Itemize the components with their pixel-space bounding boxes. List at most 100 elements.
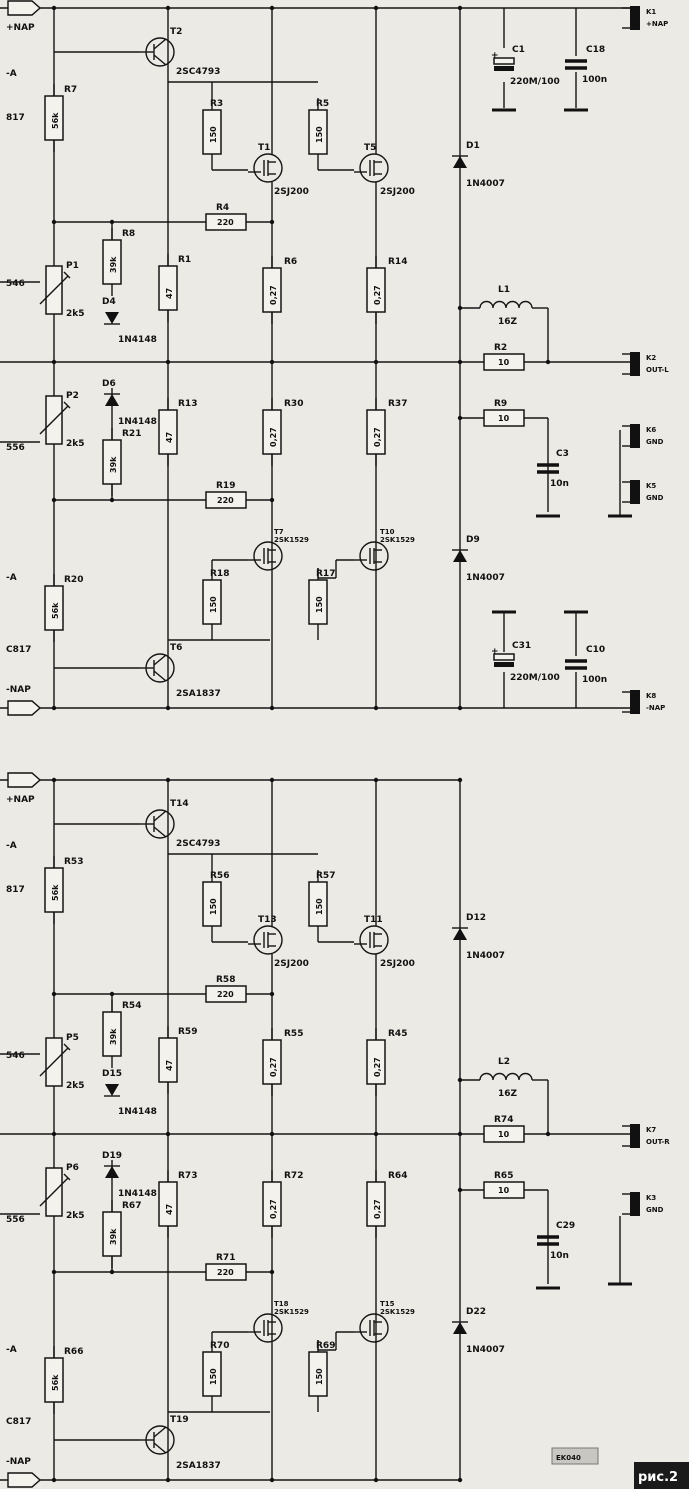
junction-dot — [51, 1131, 57, 1137]
connector-k3 — [630, 1192, 640, 1216]
net-label: C817 — [6, 645, 31, 655]
resistor-value: 220 — [217, 1268, 234, 1277]
transistor-type: 2SK1529 — [274, 536, 309, 544]
diode-type: 1N4148 — [118, 417, 157, 427]
resistor-gate-t1 — [202, 881, 222, 927]
resistor-ref: R72 — [284, 1171, 303, 1181]
junction-dot — [109, 497, 115, 503]
junction-dot — [457, 777, 463, 783]
resistor-bias-bridge-upper — [205, 213, 247, 231]
resistor-driver-lower — [158, 409, 178, 455]
capacitor-ref: C10 — [586, 645, 605, 655]
transistor-ref: T2 — [170, 27, 182, 37]
resistor-value: 10 — [498, 1186, 510, 1195]
mosfet-output-n1 — [253, 1313, 283, 1343]
capacitor-ref: C29 — [556, 1221, 575, 1231]
diode-body — [105, 1166, 119, 1178]
resistor-ref: R21 — [122, 429, 141, 439]
connector-ref: K5 — [646, 482, 656, 490]
pot-ref: P5 — [66, 1033, 79, 1043]
net-label-pos: +NAP — [6, 795, 35, 805]
junction-dot — [165, 1131, 171, 1137]
resistor-ref: R14 — [388, 257, 407, 267]
junction-dot — [457, 305, 463, 311]
resistor-ref: R65 — [494, 1171, 513, 1181]
resistor-value: 220 — [217, 218, 234, 227]
connector-ref: K2 — [646, 354, 656, 362]
resistor-value: 56k — [51, 602, 60, 619]
transistor-type: 2SJ200 — [380, 959, 415, 969]
resistor-ref: R45 — [388, 1029, 407, 1039]
transistor-ref: T7 — [274, 528, 284, 536]
resistor-value: 47 — [165, 1204, 174, 1215]
diode-flyback-lower — [452, 549, 468, 562]
resistor-value: 39k — [109, 1228, 118, 1245]
resistor-value: 150 — [315, 126, 324, 143]
resistor-driver-upper — [158, 1037, 178, 1083]
inductor-value: 16Z — [498, 1089, 518, 1099]
bjt-emitter — [153, 670, 167, 682]
net-label: -A — [6, 69, 17, 79]
resistor-ref: R37 — [388, 399, 407, 409]
resistor-value: 56k — [51, 1374, 60, 1391]
diode-type: 1N4148 — [118, 1107, 157, 1117]
connector-k7 — [630, 1124, 640, 1148]
resistor-r-bias-bottom — [44, 1357, 64, 1403]
pot-value: 2k5 — [66, 1081, 85, 1091]
junction-dot — [165, 1477, 171, 1483]
resistor-value: 150 — [209, 126, 218, 143]
junction-dot — [457, 1077, 463, 1083]
diode-type: 1N4007 — [466, 179, 505, 189]
bjt-collector — [153, 810, 167, 822]
elco-plate — [494, 662, 514, 667]
inductor-ref: L2 — [498, 1057, 510, 1067]
diode-bias-lower — [104, 1165, 120, 1178]
resistor-gate-t1 — [202, 109, 222, 155]
junction-dot — [373, 777, 379, 783]
transistor-ref: T19 — [170, 1415, 189, 1425]
junction-dot — [109, 991, 115, 997]
resistor-emitter-1 — [262, 267, 282, 313]
elco-plus: + — [491, 647, 499, 657]
mosfet-output-n2 — [359, 541, 389, 571]
resistor-r-bias-bottom — [44, 585, 64, 631]
pot-wiper-tick — [63, 271, 71, 279]
resistor-ref: R5 — [316, 99, 329, 109]
net-label-pos: +NAP — [6, 23, 35, 33]
junction-dot — [269, 359, 275, 365]
connector-ref: K7 — [646, 1126, 656, 1134]
pot-wiper — [39, 1177, 69, 1207]
junction-dot — [457, 1477, 463, 1483]
resistor-ref: R59 — [178, 1027, 197, 1037]
mosfet-output-n2 — [359, 1313, 389, 1343]
net-label: 817 — [6, 885, 25, 895]
resistor-emitter-4 — [366, 409, 386, 455]
diode-ref: D22 — [466, 1307, 486, 1317]
connector-k5 — [630, 480, 640, 504]
resistor-value: 56k — [51, 884, 60, 901]
diode-body — [105, 394, 119, 406]
resistor-r-bias-top — [44, 867, 64, 913]
connector-net: OUT-R — [646, 1138, 670, 1146]
resistor-ref: R66 — [64, 1347, 83, 1357]
resistor-bias-bridge-upper — [205, 985, 247, 1003]
connector-net: GND — [646, 438, 664, 446]
figure-label: рис.2 — [638, 1470, 678, 1485]
resistor-bias-lower — [102, 439, 122, 485]
electrolytic-capacitor-c1 — [493, 57, 515, 65]
connector-ref: K6 — [646, 426, 656, 434]
capacitor-value: 10n — [550, 479, 569, 489]
resistor-ref: R56 — [210, 871, 229, 881]
resistor-emitter-1 — [262, 1039, 282, 1085]
diode-body — [105, 1084, 119, 1096]
resistor-value: 0,27 — [373, 1199, 382, 1219]
connector-net: GND — [646, 494, 664, 502]
resistor-value: 10 — [498, 358, 510, 367]
mosfet-output-p2 — [359, 153, 389, 183]
junction-dot — [373, 1477, 379, 1483]
resistor-value: 150 — [209, 1368, 218, 1385]
resistor-ref: R19 — [216, 481, 235, 491]
diode-type: 1N4007 — [466, 1345, 505, 1355]
junction-dot — [457, 1131, 463, 1137]
